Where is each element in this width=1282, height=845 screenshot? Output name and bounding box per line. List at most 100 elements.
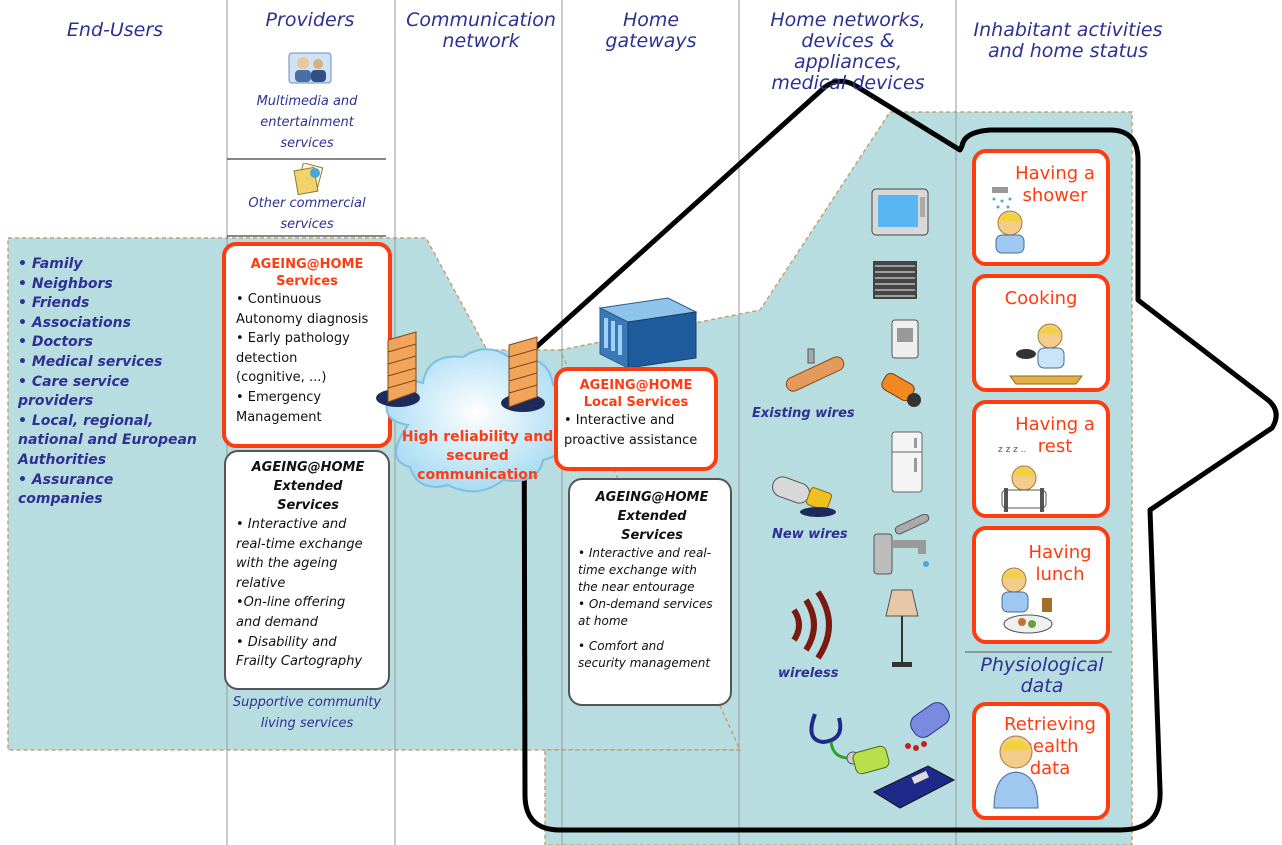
- column-header-providers-text: Providers: [265, 9, 355, 31]
- label-line: lunch: [1035, 564, 1085, 585]
- header-line: and home status: [987, 40, 1149, 62]
- services-box: AGEING@HOME Services • Continuous Autono…: [222, 242, 392, 448]
- new-wires-label: New wires: [772, 527, 848, 542]
- list-item: • Local, regional,: [18, 412, 154, 429]
- list-item: • Assurance: [18, 471, 114, 488]
- column-header-activities: Inhabitant activities and home status: [958, 20, 1178, 62]
- fridge-icon: [891, 431, 923, 493]
- column-header-end-users: End-Users: [30, 20, 200, 41]
- list-item: •On-line offering: [236, 595, 346, 611]
- extended-services-title: AGEING@HOME Extended Services: [232, 458, 384, 515]
- person-shower-icon: [992, 187, 1025, 254]
- list-item: Authorities: [18, 451, 107, 468]
- title-line: Services: [621, 528, 683, 543]
- list-item: relative: [236, 575, 286, 591]
- list-item: • Neighbors: [18, 275, 113, 292]
- header-line: Home networks,: [770, 9, 926, 31]
- heading-line: Physiological: [980, 654, 1104, 676]
- activity-label: Having a shower: [1010, 163, 1100, 207]
- list-item: • Disability and: [236, 634, 337, 650]
- title-line: AGEING@HOME: [579, 378, 693, 393]
- activity-lunch: Having lunch: [972, 526, 1110, 644]
- end-users-list: • Family • Neighbors • Friends • Associa…: [18, 255, 223, 510]
- camera-icon: [881, 372, 921, 407]
- caption-line: services: [280, 217, 334, 232]
- activity-cooking: Cooking: [972, 274, 1110, 392]
- header-line: medical devices: [771, 72, 925, 94]
- house-outline: [521, 78, 1279, 833]
- server-gateway-icon: [598, 297, 698, 369]
- header-line: network: [442, 30, 520, 52]
- column-header-end-users-text: End-Users: [66, 19, 164, 41]
- list-item: time exchange with: [578, 563, 697, 577]
- cloud-line: secured: [446, 448, 509, 464]
- label-line: rest: [1037, 436, 1073, 457]
- list-item: • Associations: [18, 314, 131, 331]
- wireless-icon: [791, 590, 832, 660]
- list-item: proactive assistance: [564, 432, 698, 448]
- label-line: data: [1029, 758, 1071, 779]
- header-line: gateways: [605, 30, 697, 52]
- list-item: detection: [236, 350, 298, 366]
- heading-line: data: [1020, 675, 1064, 697]
- caption-line: living services: [260, 716, 354, 731]
- physiological-heading: Physiological data: [962, 655, 1122, 697]
- extended-services-list: • Interactive and real-time exchange wit…: [232, 515, 384, 672]
- list-item: • Interactive and: [236, 517, 347, 532]
- caption-line: Other commercial: [248, 196, 366, 211]
- list-item: providers: [18, 393, 94, 410]
- list-item: and demand: [236, 614, 318, 630]
- title-line: Services: [277, 498, 339, 513]
- svg-text:z z z ..: z z z ..: [998, 445, 1026, 455]
- cloud-line: High reliability and: [401, 429, 554, 445]
- caption-line: Multimedia and: [256, 94, 358, 109]
- pill-bottle-icon: [905, 702, 950, 751]
- activity-label: Having a rest: [1010, 414, 1100, 458]
- multimedia-caption: Multimedia and entertainment services: [232, 91, 382, 154]
- list-item: at home: [578, 614, 628, 628]
- list-item: • Family: [18, 256, 83, 272]
- list-item: Frailty Cartography: [236, 654, 363, 670]
- caption-line: services: [280, 136, 334, 151]
- local-services-list: • Interactive and proactive assistance: [562, 411, 710, 450]
- list-item: • Early pathology: [236, 331, 350, 347]
- caption-line: Supportive community: [232, 695, 382, 710]
- list-item: Management: [236, 409, 322, 425]
- sensor-icon: [891, 319, 919, 359]
- people-icon: [288, 52, 332, 84]
- gateway-extended-box: AGEING@HOME Extended Services • Interact…: [568, 478, 732, 706]
- label-line: shower: [1022, 185, 1088, 206]
- services-title: AGEING@HOME Services: [230, 256, 384, 290]
- list-item: • Care service: [18, 373, 130, 390]
- list-item: • On-demand services: [578, 597, 713, 611]
- services-list: • Continuous Autonomy diagnosis • Early …: [230, 290, 384, 427]
- header-line: Communication: [406, 9, 556, 31]
- header-line: appliances,: [793, 51, 903, 73]
- caption-line: entertainment: [260, 115, 354, 130]
- list-item: companies: [18, 491, 103, 508]
- extended-services-box: AGEING@HOME Extended Services • Interact…: [224, 450, 390, 690]
- list-item: • Interactive and: [564, 413, 675, 428]
- title-line: AGEING@HOME: [250, 257, 364, 272]
- list-item: real-time exchange: [236, 536, 363, 552]
- activity-label: Having lunch: [1020, 542, 1100, 586]
- title-line: Services: [276, 274, 338, 289]
- activity-shower: Having a shower: [972, 149, 1110, 266]
- label-line: Cooking: [1004, 288, 1078, 309]
- documents-icon: [293, 163, 324, 195]
- glucometer-icon: [852, 745, 890, 775]
- faucet-icon: [873, 514, 930, 575]
- title-line: AGEING@HOME: [595, 490, 709, 505]
- title-line: Extended: [617, 509, 687, 524]
- provider-separators: [227, 158, 386, 237]
- list-item: • Emergency: [236, 389, 322, 405]
- supportive-caption: Supportive community living services: [222, 692, 392, 734]
- tv-icon: [871, 188, 929, 236]
- commercial-caption: Other commercial services: [232, 193, 382, 235]
- list-item: • Interactive and real-: [578, 546, 712, 560]
- list-item: security management: [578, 656, 711, 670]
- list-item: • Continuous: [236, 292, 322, 307]
- column-header-communication: Communication network: [398, 10, 564, 52]
- list-item: the near entourage: [578, 580, 695, 594]
- label-line: Having a: [1015, 414, 1095, 435]
